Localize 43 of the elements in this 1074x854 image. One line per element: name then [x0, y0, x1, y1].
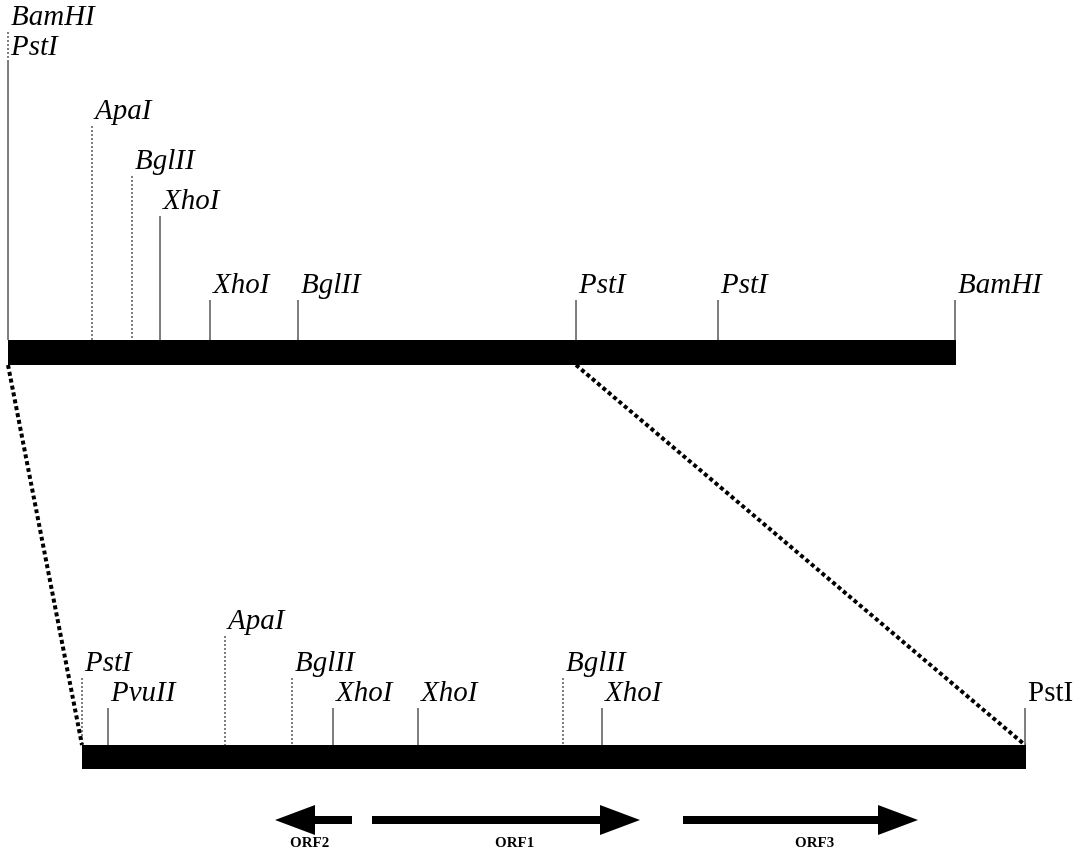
restriction-site-label: PvuII	[111, 676, 176, 706]
leader-line	[332, 707, 334, 746]
leader-line	[575, 299, 577, 341]
restriction-site-label: BamHI	[958, 268, 1042, 298]
restriction-site-label: ApaI	[228, 604, 285, 634]
restriction-site-label: BglII	[135, 144, 195, 174]
restriction-site-label: PstI	[85, 646, 132, 676]
restriction-site-label: XhoI	[213, 268, 270, 298]
restriction-site-label: BglII	[295, 646, 355, 676]
zoom-line	[6, 364, 84, 746]
leader-line	[562, 677, 564, 746]
leader-line	[91, 125, 93, 341]
restriction-site-label: BglII	[301, 268, 361, 298]
leader-line	[601, 707, 603, 746]
dna-map-bar	[8, 340, 956, 365]
leader-line	[131, 175, 133, 341]
restriction-site-label: PstI	[579, 268, 626, 298]
restriction-site-label: BglII	[566, 646, 626, 676]
restriction-site-label: XhoI	[336, 676, 393, 706]
restriction-site-label: BamHI	[11, 0, 95, 30]
restriction-site-label: PstI	[11, 30, 58, 60]
leader-line	[209, 299, 211, 341]
zoom-line	[574, 363, 1027, 747]
leader-line	[159, 215, 161, 341]
restriction-site-label: XhoI	[421, 676, 478, 706]
orf-label: ORF2	[290, 834, 330, 850]
restriction-site-label: XhoI	[163, 184, 220, 214]
restriction-site-label: PstI	[721, 268, 768, 298]
leader-line	[291, 677, 293, 746]
leader-line	[717, 299, 719, 341]
leader-line	[954, 299, 956, 341]
leader-line	[417, 707, 419, 746]
leader-line	[297, 299, 299, 341]
leader-line	[107, 707, 109, 746]
restriction-site-label: ApaI	[95, 94, 152, 124]
leader-line	[81, 677, 83, 746]
leader-line	[224, 635, 226, 746]
dna-map-bar	[82, 745, 1026, 769]
leader-line	[1024, 707, 1026, 746]
orf-label: ORF1	[495, 834, 535, 850]
restriction-site-label: XhoI	[605, 676, 662, 706]
orf-label: ORF3	[795, 834, 835, 850]
restriction-site-label: PstI	[1028, 676, 1074, 706]
